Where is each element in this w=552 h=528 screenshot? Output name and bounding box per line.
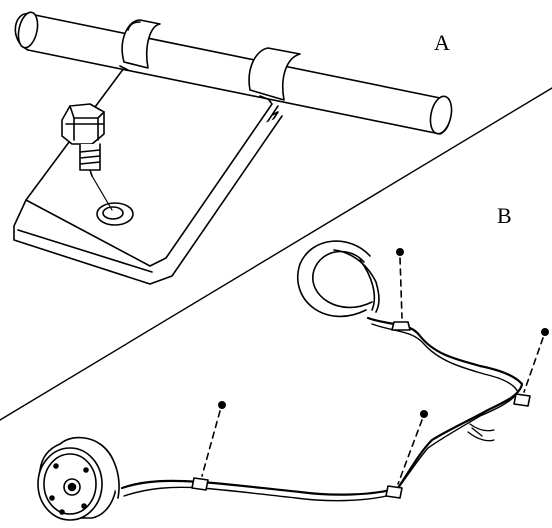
bolt-guide-line <box>91 175 113 211</box>
wire-harness <box>120 316 524 496</box>
wire-harness-inner <box>123 323 519 502</box>
bolt-hole <box>96 202 134 226</box>
wire-end-tuft <box>467 423 495 442</box>
panel-label-a: A <box>434 30 450 55</box>
clamp-band-right <box>248 47 301 101</box>
clip-fastener-middle <box>385 409 428 499</box>
clip-fastener-left <box>191 400 227 491</box>
bracket-plate <box>13 105 283 285</box>
panel-a-bracket-assembly <box>13 11 453 285</box>
clip-fastener-top <box>391 248 411 331</box>
hex-bolt <box>61 103 105 177</box>
panel-label-b: B <box>497 203 512 228</box>
clip-ring <box>297 240 380 318</box>
clamp-band-left <box>119 19 161 71</box>
sensor-disc <box>37 436 120 521</box>
panel-b-wiring-assembly <box>37 240 549 521</box>
panel-divider <box>0 87 552 421</box>
clip-fastener-right <box>513 327 549 407</box>
